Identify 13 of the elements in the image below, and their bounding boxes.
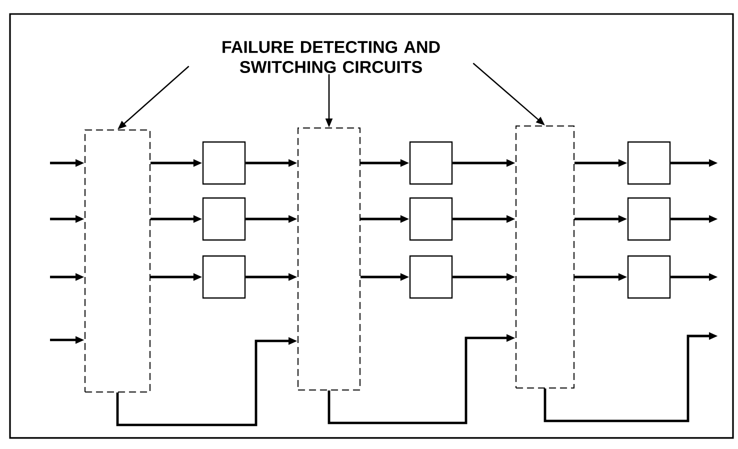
module-box [627,255,671,299]
module-box [202,255,246,299]
module-box [409,255,453,299]
caption-text: FAILURE DETECTING AND SWITCHING CIRCUITS [222,40,440,74]
module-box [409,141,453,185]
module-box [202,197,246,241]
module-box [202,141,246,185]
switching-circuit-box [84,130,150,392]
switching-circuit-box [298,128,360,390]
switching-circuit-box [516,126,574,388]
module-box [627,141,671,185]
module-box [627,197,671,241]
module-box [409,197,453,241]
